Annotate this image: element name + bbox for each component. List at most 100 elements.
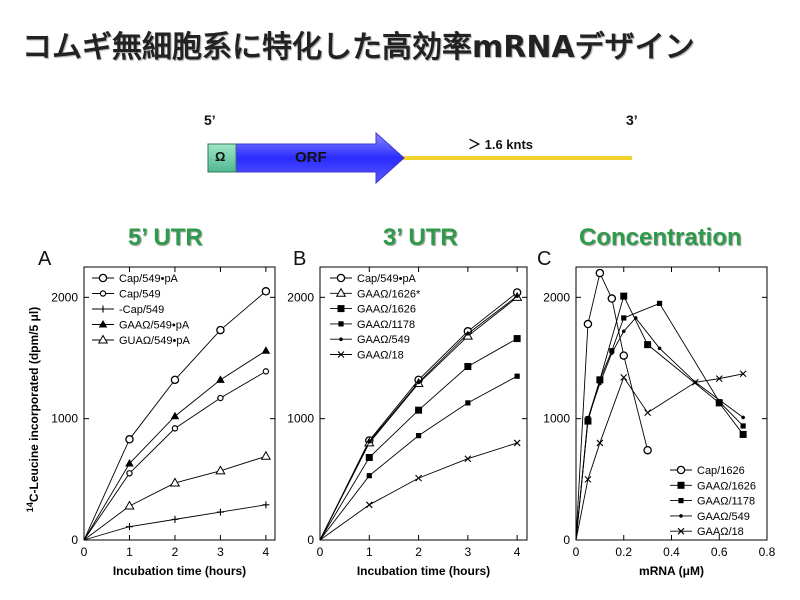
series-line: [575, 271, 649, 541]
data-point: [739, 430, 747, 438]
series-line: [319, 338, 518, 541]
data-point: [416, 380, 421, 385]
data-point: [741, 415, 745, 420]
data-point: [644, 341, 652, 349]
data-point: [656, 300, 663, 306]
y-axis-label-text: C-Leucine incorporated (dpm/5 μl): [27, 307, 41, 502]
section-heading-5utr: 5’ UTR: [128, 224, 203, 251]
data-point: [716, 399, 722, 405]
legend-label: GAAΩ/1178: [357, 319, 415, 331]
legend-label: GAAΩ/549: [357, 334, 410, 346]
legend-marker: [676, 465, 686, 475]
legend-label: GAAΩ/18: [697, 526, 744, 538]
legend-marker: [98, 320, 108, 328]
data-point: [465, 400, 471, 406]
legend-label: GUAΩ/549•pA: [119, 335, 190, 347]
three-prime-label: 3’: [626, 112, 638, 128]
orf-label: ORF: [295, 149, 327, 166]
data-point: [464, 455, 472, 463]
legend-marker: [677, 527, 685, 535]
plot-frame: [83, 266, 276, 541]
data-point: [170, 411, 180, 420]
x-tick-label: 0.4: [663, 545, 680, 559]
data-point: [261, 346, 271, 354]
slide-title: コムギ無細胞系に特化した高効率mRNAデザイン: [22, 30, 695, 65]
data-point: [415, 474, 422, 482]
data-point: [367, 439, 372, 444]
y-axis-label: 14C-Leucine incorporated (dpm/5 μl): [25, 307, 41, 512]
y-tick-label: 2000: [51, 290, 78, 304]
data-point: [620, 292, 628, 300]
series-line: [575, 373, 744, 541]
omega-label: Ω: [215, 149, 226, 164]
legend-label: GAAΩ/1626: [697, 480, 756, 492]
data-point: [633, 316, 638, 320]
data-point: [466, 331, 470, 336]
x-axis-label: Incubation time (hours): [113, 564, 246, 578]
x-tick-label: 0: [317, 545, 324, 559]
data-point: [464, 362, 472, 370]
data-point: [365, 501, 373, 509]
legend-marker: [337, 351, 345, 358]
legend-marker: [336, 273, 346, 283]
legend-label: Cap/1626: [697, 465, 745, 477]
data-point: [216, 375, 225, 383]
data-point: [125, 523, 133, 531]
x-tick-label: 0: [573, 545, 580, 559]
data-point: [216, 508, 224, 516]
data-point: [583, 319, 593, 329]
data-point: [415, 433, 422, 439]
legend-marker: [339, 337, 343, 342]
data-point: [365, 453, 373, 461]
legend-marker: [679, 514, 683, 518]
legend-label: GAAΩ/1626*: [357, 288, 421, 300]
x-axis-label: mRNA (μM): [639, 564, 704, 578]
data-point: [619, 351, 629, 360]
data-point: [598, 381, 602, 386]
x-tick-label: 3: [217, 545, 224, 559]
panel-letter-b: B: [293, 248, 307, 270]
legend-label: Cap/549•pA: [119, 273, 179, 285]
x-tick-label: 3: [465, 545, 472, 559]
section-heading-concentration: Concentration: [579, 224, 742, 251]
x-tick-label: 4: [514, 545, 521, 559]
data-point: [513, 439, 521, 447]
legend-label: GAAΩ/549: [697, 511, 750, 523]
legend-marker: [335, 287, 347, 297]
x-tick-label: 0.6: [711, 545, 728, 559]
data-point: [586, 416, 590, 421]
series-line: [319, 295, 518, 541]
legend-label: Cap/549•pA: [357, 273, 417, 285]
x-tick-label: 0.2: [615, 545, 632, 559]
x-tick-label: 1: [126, 545, 133, 559]
legend-label: GAAΩ/549•pA: [119, 320, 190, 332]
data-point: [715, 375, 723, 383]
panel-letter-a: A: [38, 248, 52, 270]
legend-label: GAAΩ/18: [357, 350, 404, 362]
data-point: [215, 465, 226, 475]
legend-marker: [338, 321, 344, 327]
legend-label: GAAΩ/1626: [357, 304, 416, 316]
data-point: [691, 378, 699, 386]
series-line: [83, 370, 267, 541]
x-tick-label: 2: [415, 545, 422, 559]
x-tick-label: 0: [81, 545, 88, 559]
series-line: [83, 455, 267, 541]
data-point: [126, 470, 133, 477]
series-line: [319, 375, 518, 541]
legend-marker: [99, 305, 107, 313]
data-point: [620, 374, 628, 381]
data-point: [609, 348, 615, 354]
data-point: [262, 501, 270, 509]
data-point: [125, 435, 134, 444]
legend-marker: [678, 498, 684, 504]
data-point: [262, 368, 270, 375]
y-tick-label: 1000: [543, 412, 570, 426]
legend-label: Cap/549: [119, 289, 161, 301]
y-axis-label-superscript: 14: [25, 502, 35, 512]
data-point: [260, 450, 272, 460]
y-tick-label: 0: [307, 533, 314, 547]
legend-marker: [97, 334, 109, 344]
